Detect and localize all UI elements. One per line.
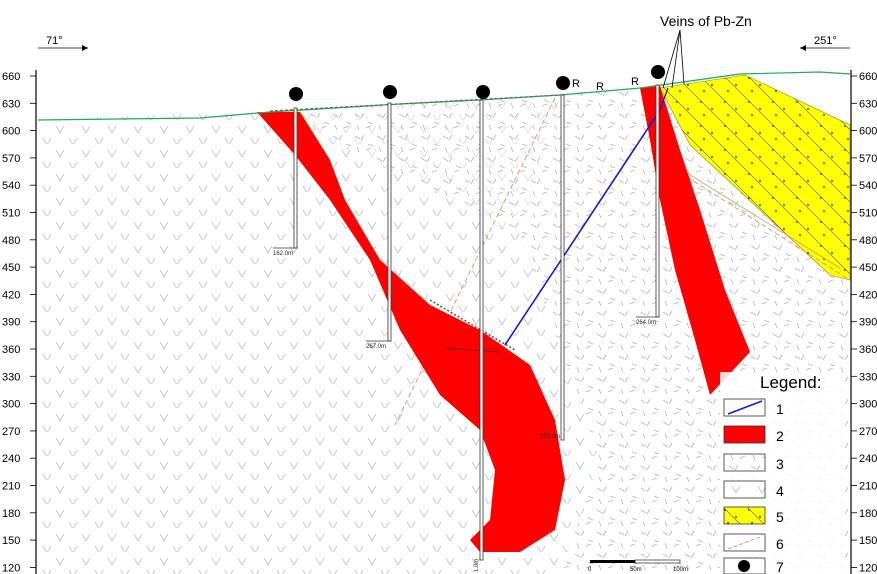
collar-marker xyxy=(556,76,570,90)
surface-marker-r: R xyxy=(596,81,604,93)
topographic-surface xyxy=(37,71,851,121)
azimuth-right: 251° xyxy=(800,35,850,51)
drillhole-5: 264.0m xyxy=(636,84,660,326)
drillhole-4-depth: 270.0m xyxy=(540,434,560,440)
pb-zn-vein-line xyxy=(504,87,669,346)
collar-marker xyxy=(289,87,303,101)
elevation-label: 480 xyxy=(859,235,877,247)
elevation-label: 240 xyxy=(859,453,877,465)
elevation-label: 270 xyxy=(2,426,20,438)
elevation-label: 660 xyxy=(859,71,877,83)
surface-marker-r: R xyxy=(572,78,580,90)
elevation-label: 630 xyxy=(859,98,877,110)
elevation-label: 480 xyxy=(2,235,20,247)
legend-item-6: 6 xyxy=(723,533,784,552)
svg-text:3: 3 xyxy=(776,456,784,472)
legend-item-5: 5 xyxy=(723,506,784,525)
svg-text:4: 4 xyxy=(776,483,784,499)
elevation-label: 240 xyxy=(2,453,20,465)
elevation-axis-right: 660 630 600 570 540 510 480 450 420 390 360 330 300 2… xyxy=(850,70,877,574)
elevation-label: 510 xyxy=(859,208,877,220)
svg-text:71°: 71° xyxy=(46,35,63,47)
surface-markers: R R R xyxy=(572,76,639,93)
legend-title: Legend: xyxy=(760,373,821,392)
drillhole-5-depth: 264.0m xyxy=(636,320,656,326)
elevation-label: 510 xyxy=(2,208,20,220)
elevation-axis-left: 660 630 600 570 540 510 480 450 420 390 360 330 300 2… xyxy=(2,70,37,574)
collar-marker xyxy=(383,85,397,99)
collar-marker xyxy=(476,85,490,99)
svg-text:7: 7 xyxy=(776,559,784,574)
elevation-label: 570 xyxy=(859,153,877,165)
elevation-label: 150 xyxy=(859,535,877,547)
elevation-label: 210 xyxy=(859,481,877,493)
drillhole-4: 270.0m xyxy=(540,94,565,441)
svg-text:2: 2 xyxy=(776,428,784,444)
elevation-label: 540 xyxy=(2,180,20,192)
drillhole-3: 1.0m xyxy=(474,99,484,572)
elevation-label: 360 xyxy=(2,344,20,356)
elevation-label: 330 xyxy=(2,371,20,383)
country-rock-unit-4 xyxy=(38,110,600,574)
legend-item-7: 7 xyxy=(723,557,784,574)
ore-body-left xyxy=(257,112,565,552)
elevation-label: 600 xyxy=(2,126,20,138)
elevation-label: 390 xyxy=(2,317,20,329)
elevation-label: 150 xyxy=(2,535,20,547)
drillhole-2-depth: 267.0m xyxy=(366,344,386,350)
drillhole-collars xyxy=(289,65,665,101)
elevation-label: 180 xyxy=(2,508,20,520)
elevation-label: 180 xyxy=(859,508,877,520)
elevation-label: 600 xyxy=(859,126,877,138)
elevation-label: 300 xyxy=(859,399,877,411)
svg-text:0: 0 xyxy=(588,567,592,573)
elevation-label: 570 xyxy=(2,153,20,165)
svg-text:5: 5 xyxy=(776,509,784,525)
elevation-label: 540 xyxy=(859,180,877,192)
drillhole-1-depth: 162.0m xyxy=(273,251,293,257)
vein-pointer-lines xyxy=(662,29,685,89)
elevation-label: 330 xyxy=(859,371,877,383)
drillhole-3-depth: 1.0m xyxy=(474,559,480,572)
svg-text:50m: 50m xyxy=(630,567,642,573)
svg-text:6: 6 xyxy=(776,536,784,552)
oxidized-contact xyxy=(429,299,516,353)
azimuth-left: 71° xyxy=(38,35,88,51)
collar-marker xyxy=(651,65,665,79)
elevation-label: 210 xyxy=(2,481,20,493)
elevation-label: 420 xyxy=(2,289,20,301)
scale-bar: 0 50m 100m xyxy=(588,559,688,573)
legend-item-3: 3 xyxy=(723,453,784,472)
ore-body-right xyxy=(640,86,750,395)
elevation-label: 120 xyxy=(859,562,877,574)
elevation-label: 450 xyxy=(859,262,877,274)
elevation-label: 360 xyxy=(859,344,877,356)
elevation-label: 120 xyxy=(2,562,20,574)
svg-text:251°: 251° xyxy=(814,35,837,47)
elevation-label: 630 xyxy=(2,98,20,110)
legend-item-2: 2 xyxy=(723,425,784,444)
legend-item-1: 1 xyxy=(723,398,784,417)
veins-title: Veins of Pb-Zn xyxy=(660,13,752,29)
svg-text:1: 1 xyxy=(776,401,784,417)
elevation-label: 420 xyxy=(859,289,877,301)
country-rock-unit-3 xyxy=(270,88,850,574)
elevation-label: 300 xyxy=(2,399,20,411)
legend-item-4: 4 xyxy=(723,480,784,499)
elevation-label: 450 xyxy=(2,262,20,274)
drillhole-2: 267.0m xyxy=(366,102,392,350)
legend: Legend: 1 2 3 4 5 6 7 xyxy=(720,372,845,574)
elevation-label: 660 xyxy=(2,71,20,83)
svg-text:100m: 100m xyxy=(673,567,688,573)
surface-marker-r: R xyxy=(631,76,639,88)
elevation-label: 390 xyxy=(859,317,877,329)
drillhole-1: 162.0m xyxy=(273,107,298,257)
elevation-label: 270 xyxy=(859,426,877,438)
